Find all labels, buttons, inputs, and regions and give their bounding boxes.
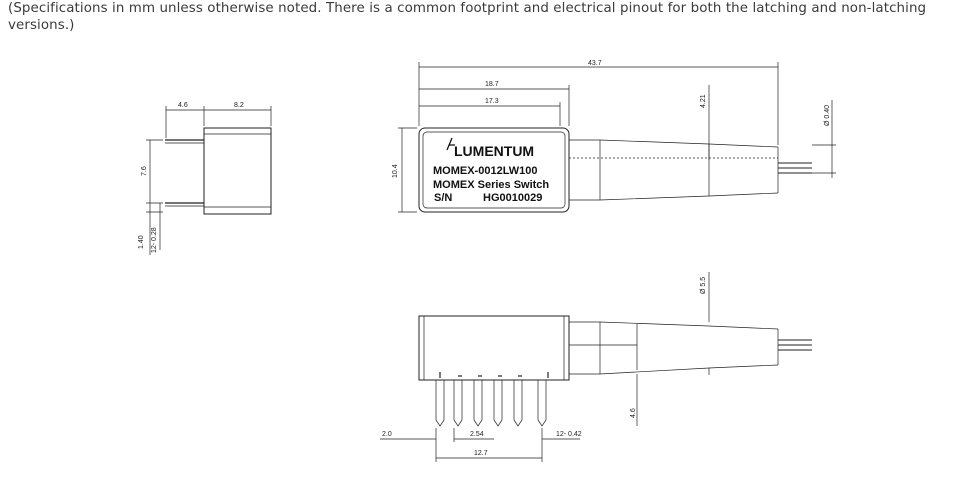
front-boot-lower	[569, 364, 779, 375]
dim-17-3: 17.3	[485, 98, 499, 105]
caption-line-1: (Specifications in mm unless otherwise n…	[8, 1, 927, 16]
front-view	[380, 272, 812, 462]
dim-8-2: 8.2	[234, 102, 244, 109]
spec-caption: (Specifications in mm unless otherwise n…	[8, 0, 958, 34]
top-view-body-inner	[422, 131, 566, 209]
dim-0-40: Ø 0.40	[824, 105, 831, 126]
dim-43-7: 43.7	[588, 60, 602, 67]
label-brand: LUMENTUM	[454, 143, 534, 159]
label-model: MOMEX-0012LW100	[433, 165, 538, 177]
lumentum-logo-icon	[446, 137, 455, 151]
caption-line-2: versions.)	[8, 18, 75, 33]
dim-7-6: 7.6	[141, 166, 148, 176]
dim-0-55: Ø 5.5	[700, 277, 707, 294]
dimension-texts: 4.6 8.2 7.6 1.40 12- 0.28 43.7 18.7 17.3…	[138, 60, 831, 457]
front-pin-5	[513, 380, 523, 427]
front-pin-2	[453, 380, 463, 427]
top-view	[398, 62, 836, 213]
front-pin-3	[473, 380, 483, 427]
side-view	[146, 106, 272, 255]
dim-10-4: 10.4	[392, 164, 399, 178]
front-view-body	[418, 315, 570, 381]
dim-12-7: 12.7	[474, 450, 488, 457]
device-label: LUMENTUM MOMEX-0012LW100 MOMEX Series Sw…	[433, 137, 549, 204]
dim-4-6: 4.6	[178, 102, 188, 109]
side-view-body	[203, 127, 272, 215]
front-pin-1	[435, 380, 445, 427]
dim-4-6-front: 4.6	[630, 408, 637, 418]
dim-12-042: 12- 0.42	[556, 431, 582, 438]
front-pin-4	[493, 380, 503, 427]
dim-18-7: 18.7	[485, 81, 499, 88]
top-view-body	[418, 127, 570, 213]
top-boot-lower	[569, 192, 779, 201]
front-pin-6	[537, 380, 547, 427]
dim-4-21: 4.21	[700, 94, 707, 108]
front-boot-upper	[569, 321, 779, 330]
dim-2-0: 2.0	[382, 431, 392, 438]
label-sn-value: HG0010029	[483, 192, 542, 204]
label-sn-label: S/N	[434, 192, 452, 204]
top-boot-upper	[569, 139, 779, 148]
label-series: MOMEX Series Switch	[433, 179, 549, 191]
dim-2-54: 2.54	[470, 431, 484, 438]
dim-12-028: 12- 0.28	[151, 227, 158, 253]
dim-1-40: 1.40	[138, 235, 145, 249]
